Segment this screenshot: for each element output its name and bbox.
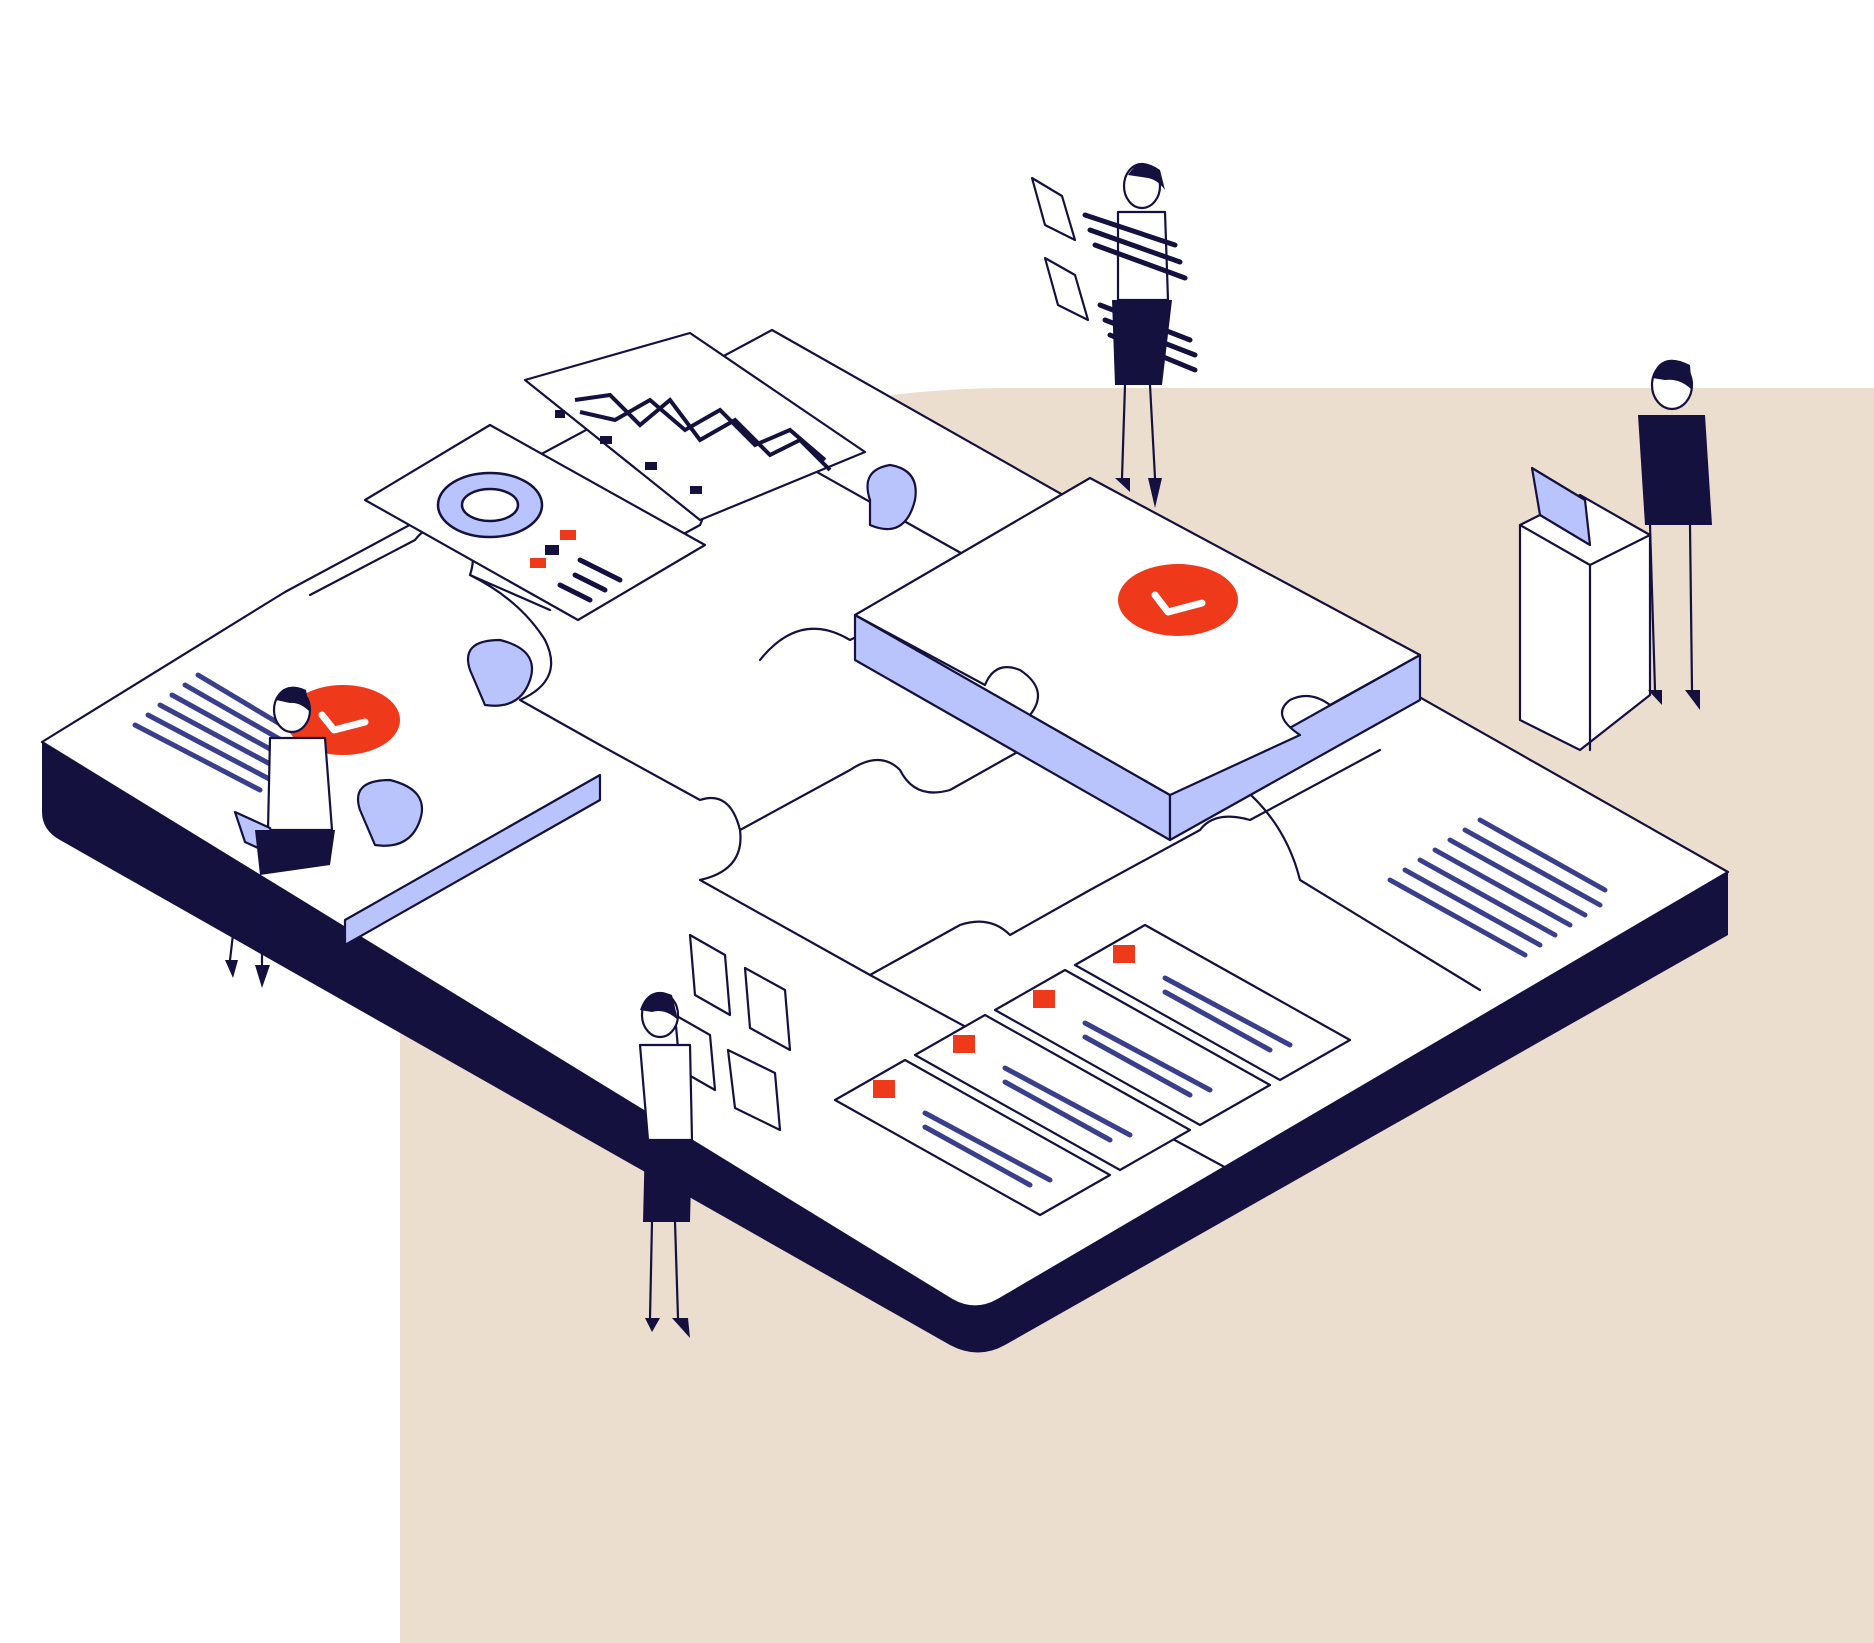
person-woman-posting-documents [638,933,792,1338]
line-chart-icon [574,392,832,472]
person-man-at-podium [1518,359,1712,752]
laptop-icon [1530,466,1592,547]
lifted-piece-hole [866,463,917,531]
lifted-puzzle-piece-left [343,638,602,947]
document-icon [1043,256,1090,322]
legend-marks [530,530,623,603]
legend-marks [555,410,702,494]
lifted-piece-left-side [343,773,602,947]
document-icon [726,1048,782,1132]
lifted-piece-top [853,476,1422,797]
motion-lines [1082,212,1198,373]
checklist-cards [833,923,1352,1217]
line-chart-card [523,331,867,522]
lifted-piece-left-hole-2 [467,638,534,707]
checklist-card [1073,923,1352,1082]
document-icon [1030,176,1077,242]
checklist-card [913,1013,1192,1172]
checklist-card [993,968,1272,1127]
text-lines-left [132,672,293,793]
person-woman-sitting-with-laptop [225,686,335,988]
document-icon [743,966,792,1052]
person-woman-with-documents [1030,162,1198,508]
donut-chart-card [363,423,707,622]
text-lines-right [1387,817,1608,958]
lifted-puzzle-piece-right [853,463,1422,842]
check-badge-icon [1118,564,1238,636]
checklist-card [833,1058,1112,1217]
lifted-piece-left-hole [357,778,424,847]
document-icon [688,933,732,1017]
donut-chart-icon [436,471,544,539]
